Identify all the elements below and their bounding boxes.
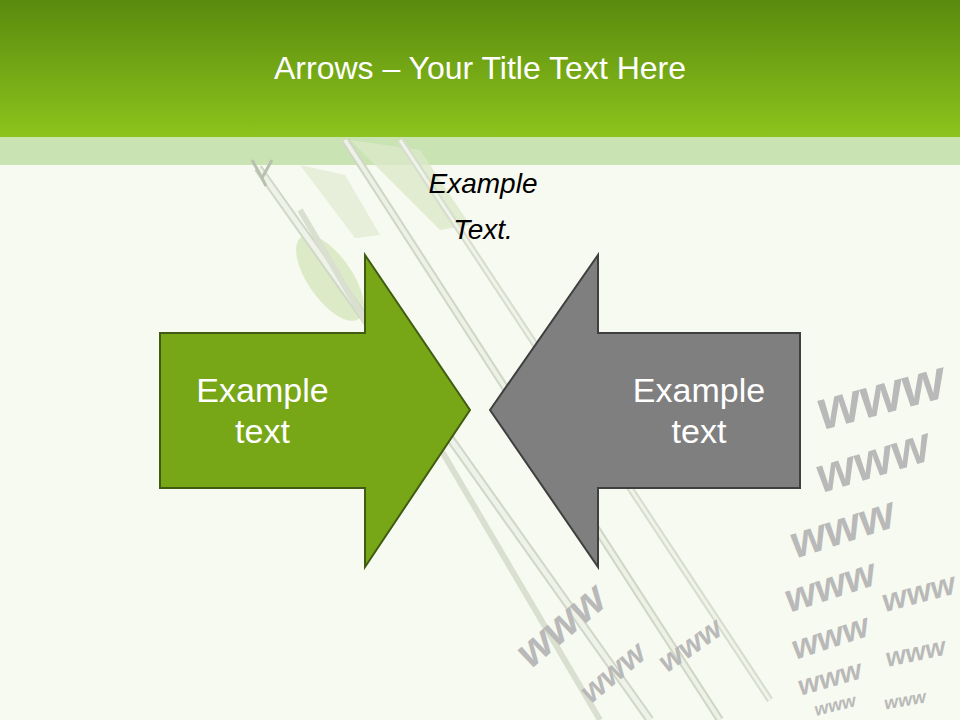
arrow-box: Example text xyxy=(490,255,800,567)
arrow-box: Example text xyxy=(160,255,470,567)
header-stripe xyxy=(0,137,960,165)
slide-title: Arrows – Your Title Text Here xyxy=(0,0,960,137)
watermark-text: www xyxy=(810,351,951,439)
watermark-text: www xyxy=(878,567,958,617)
watermark-text: www xyxy=(779,552,880,619)
watermark-text: www xyxy=(883,633,948,671)
arrow-label: Example text xyxy=(172,339,353,482)
left-arrow-shape xyxy=(490,255,800,567)
arrow-outline xyxy=(160,255,470,567)
arrow-label: Example text xyxy=(610,339,788,482)
watermark-text: www xyxy=(883,687,928,712)
right-arrow-shape xyxy=(160,255,470,567)
note-text: Example Text. xyxy=(403,161,563,253)
arrow-outline xyxy=(490,255,800,567)
watermark-text: www xyxy=(795,656,866,701)
watermark-text: www xyxy=(787,608,873,665)
watermark-text: www xyxy=(784,489,900,566)
header-band xyxy=(0,0,960,137)
